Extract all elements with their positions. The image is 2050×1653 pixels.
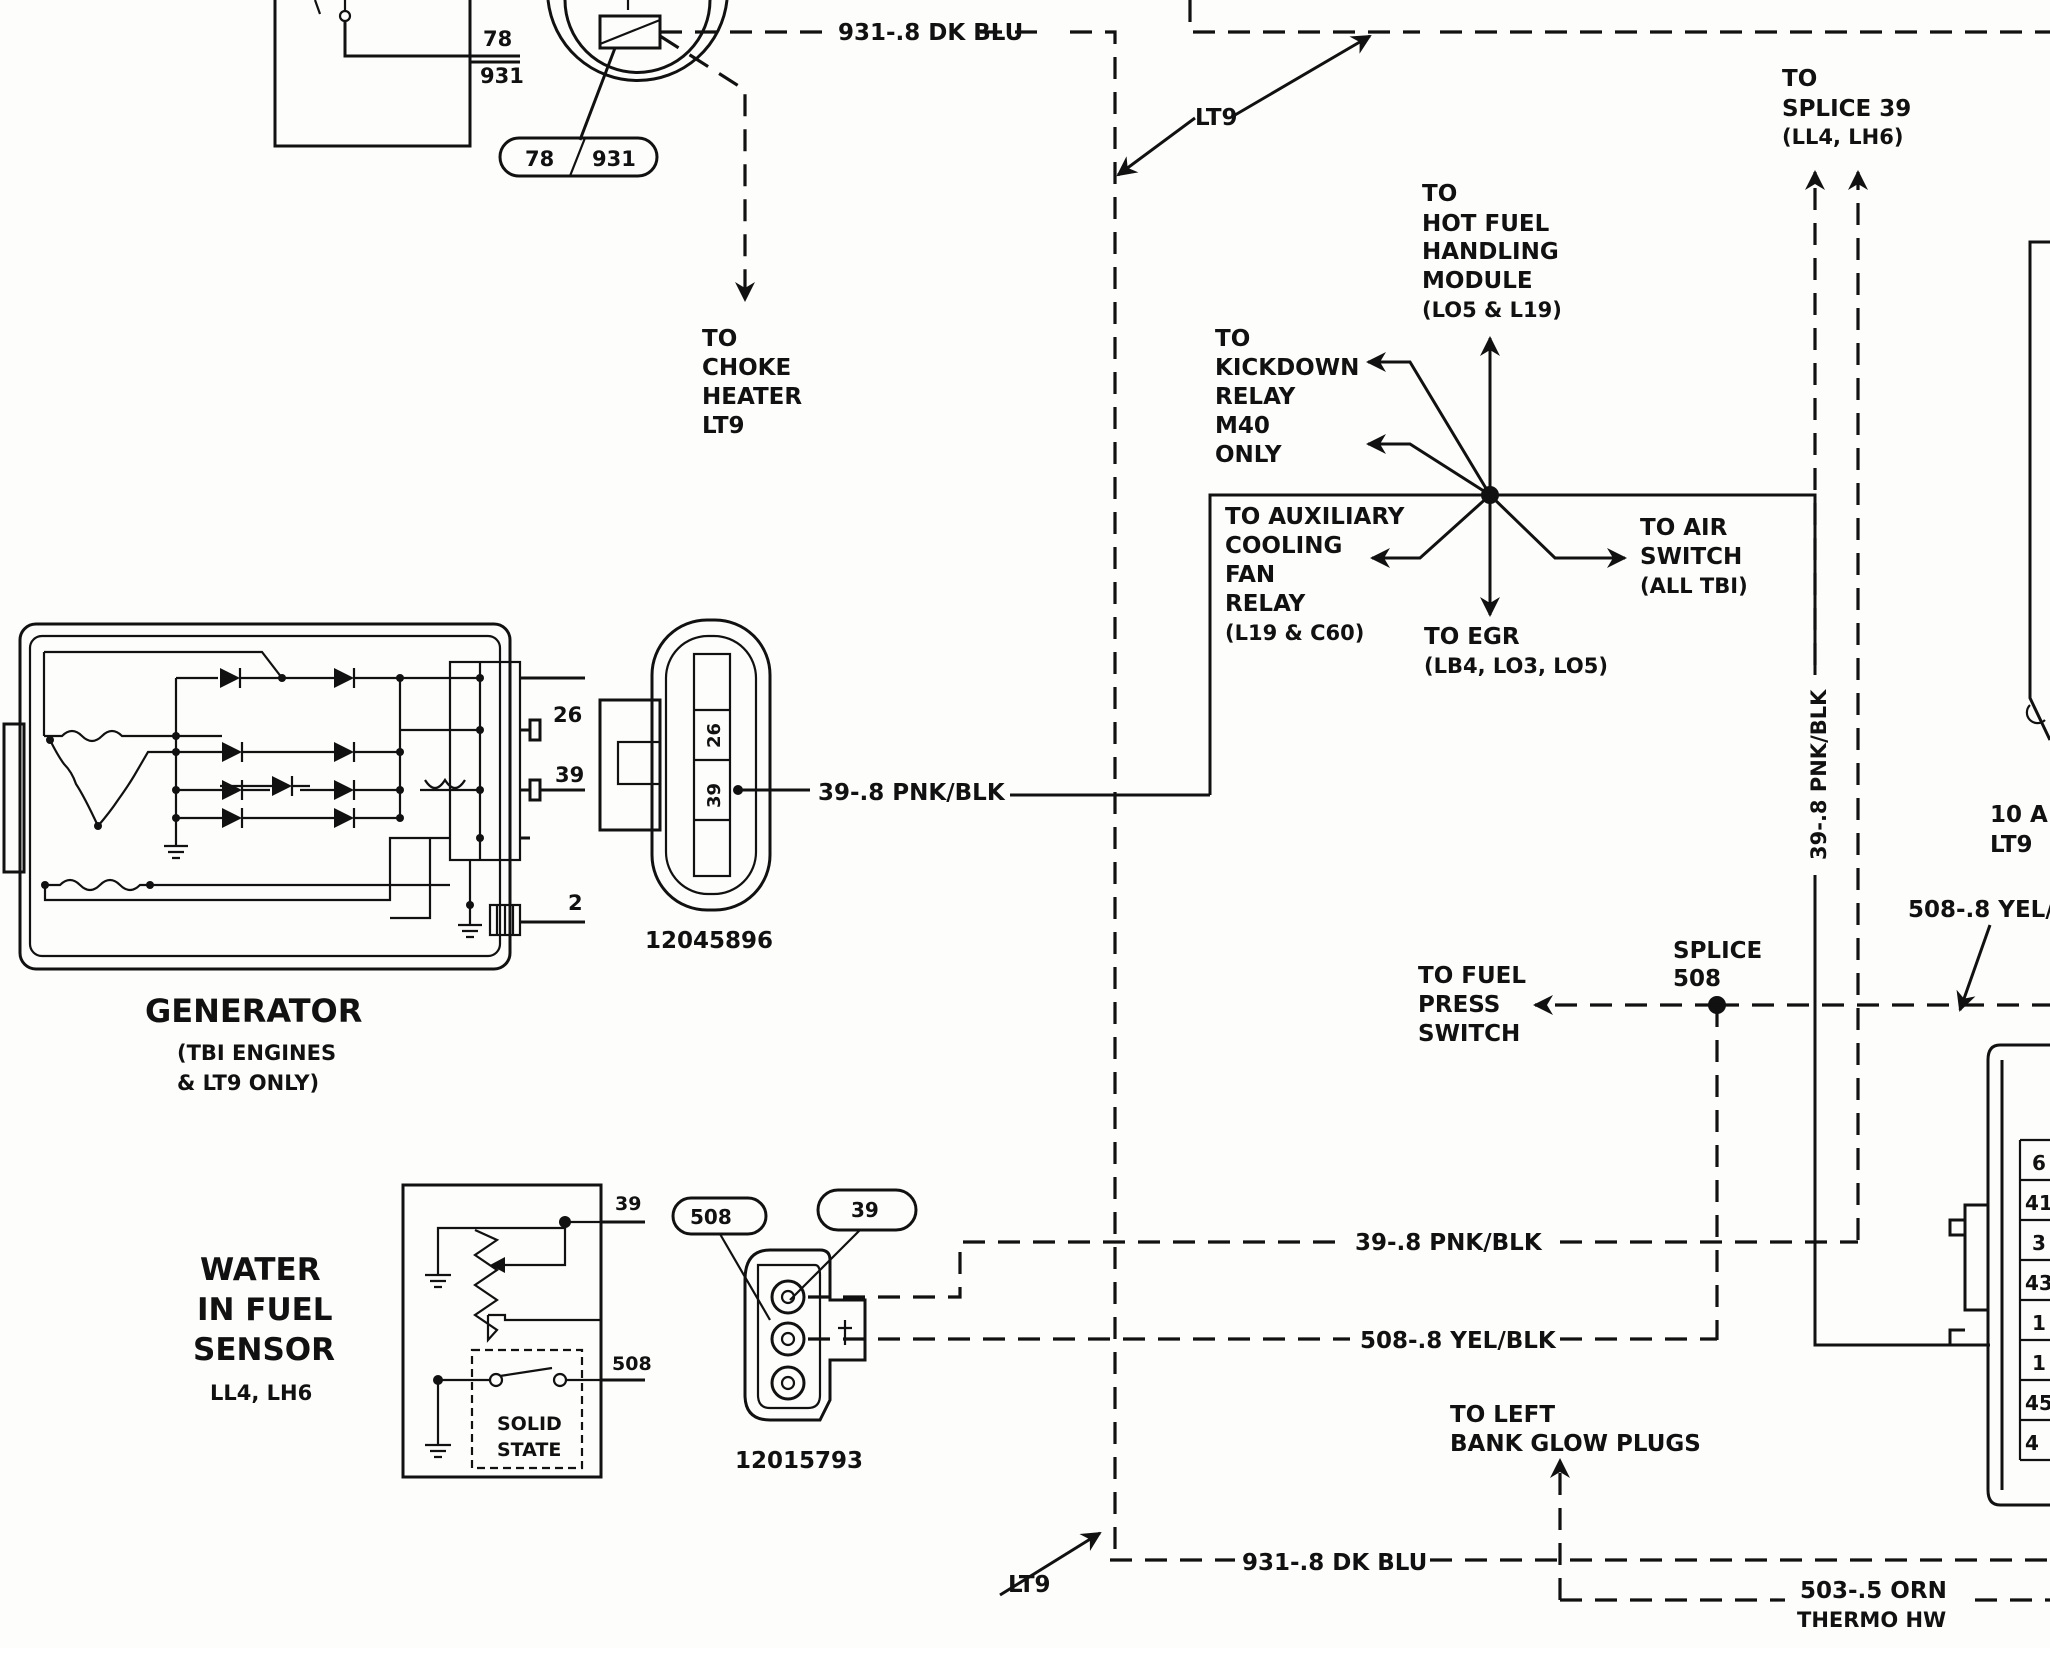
- orn-label: 503-.5 ORN: [1800, 1578, 1947, 1604]
- svg-text:SWITCH: SWITCH: [1640, 544, 1742, 570]
- bottom-wires: 931-.8 DK BLU LT9 TO LEFT BANK GLOW PLUG…: [999, 1402, 2050, 1632]
- generator-sub1: (TBI ENGINES: [177, 1041, 336, 1065]
- svg-text:3: 3: [2032, 1231, 2046, 1255]
- svg-text:TO AIR: TO AIR: [1640, 515, 1728, 541]
- thermo-label: THERMO HW: [1797, 1608, 1946, 1632]
- conn-pin-39: 39: [704, 783, 725, 808]
- svg-text:SPLICE: SPLICE: [1673, 938, 1762, 964]
- svg-text:TO: TO: [1422, 181, 1457, 207]
- bubble-508: 508: [690, 1205, 732, 1229]
- top-left-module: 78 931: [273, 0, 524, 148]
- gen-term-39: 39: [555, 763, 584, 787]
- bubble-78: 78: [525, 147, 554, 171]
- sensor-term-39: 39: [615, 1193, 641, 1215]
- gen-term-2: 2: [568, 891, 583, 915]
- svg-text:HEATER: HEATER: [702, 384, 802, 410]
- svg-text:TO AUXILIARY: TO AUXILIARY: [1225, 504, 1405, 530]
- svg-text:SWITCH: SWITCH: [1418, 1021, 1520, 1047]
- lt9-top-label: LT9: [1195, 105, 1238, 131]
- choke-heater-component: 78 931: [498, 0, 830, 302]
- svg-text:TO FUEL: TO FUEL: [1418, 963, 1526, 989]
- svg-text:M40: M40: [1215, 413, 1270, 439]
- lt9-top-callout: LT9: [1116, 0, 2050, 177]
- svg-text:TO: TO: [702, 326, 737, 352]
- sensor-title2: IN FUEL: [197, 1292, 333, 1328]
- pnk-blk-sensor-label: 39-.8 PNK/BLK: [1355, 1230, 1543, 1256]
- svg-text:(LB4, LO3, LO5): (LB4, LO3, LO5): [1424, 654, 1608, 678]
- svg-text:TO: TO: [1782, 66, 1817, 92]
- splice-39-callout: TO SPLICE 39 (LL4, LH6) 39-.8 PNK/BLK: [1782, 66, 1911, 1240]
- svg-text:TO EGR: TO EGR: [1424, 624, 1520, 650]
- svg-text:41: 41: [2025, 1191, 2050, 1215]
- water-in-fuel-sensor: WATER IN FUEL SENSOR LL4, LH6 SOLID STAT…: [193, 1183, 652, 1479]
- sensor-sub: LL4, LH6: [210, 1381, 312, 1405]
- svg-text:6: 6: [2032, 1151, 2046, 1175]
- bubble-39: 39: [851, 1198, 879, 1222]
- generator-connector: 26 39 12045896: [598, 618, 773, 954]
- choke-heater-label: TO CHOKE HEATER LT9: [702, 326, 802, 439]
- svg-text:4: 4: [2025, 1431, 2039, 1455]
- yel-blk-right-label: 508-.8 YEL/: [1908, 897, 2050, 923]
- svg-text:TO: TO: [1215, 326, 1250, 352]
- svg-text:CHOKE: CHOKE: [702, 355, 791, 381]
- svg-text:PRESS: PRESS: [1418, 992, 1500, 1018]
- generator-sub2: & LT9 ONLY): [177, 1071, 319, 1095]
- svg-text:COOLING: COOLING: [1225, 533, 1342, 559]
- svg-text:SPLICE 39: SPLICE 39: [1782, 96, 1911, 122]
- gen-term-26: 26: [553, 703, 582, 727]
- sensor-wires: 39-.8 PNK/BLK 508-.8 YEL/BLK: [808, 1230, 1858, 1354]
- svg-text:KICKDOWN: KICKDOWN: [1215, 355, 1359, 381]
- generator-title: GENERATOR: [145, 992, 362, 1030]
- svg-text:LT9: LT9: [702, 413, 745, 439]
- svg-text:1: 1: [2032, 1311, 2046, 1335]
- lt9-bottom-label: LT9: [1008, 1572, 1051, 1598]
- svg-text:MODULE: MODULE: [1422, 268, 1533, 294]
- splice-508: SPLICE 508 TO FUEL PRESS SWITCH: [1418, 938, 2050, 1340]
- dk-blu-top-label: 931-.8 DK BLU: [838, 20, 1023, 46]
- sensor-term-508: 508: [612, 1353, 652, 1375]
- svg-text:HOT FUEL: HOT FUEL: [1422, 211, 1550, 237]
- svg-text:FAN: FAN: [1225, 562, 1275, 588]
- state-label: STATE: [497, 1439, 561, 1461]
- svg-text:508: 508: [1673, 966, 1721, 992]
- pnk-blk-wire-gen: 39-.8 PNK/BLK: [738, 780, 1210, 806]
- yel-blk-sensor-label: 508-.8 YEL/BLK: [1360, 1328, 1557, 1354]
- svg-text:HANDLING: HANDLING: [1422, 239, 1559, 265]
- pin-931-label: 931: [480, 64, 524, 88]
- dk-blu-bottom-label: 931-.8 DK BLU: [1242, 1550, 1427, 1576]
- right-partial-component: 10 A LT9 508-.8 YEL/: [1908, 240, 2050, 1012]
- svg-text:ONLY: ONLY: [1215, 442, 1282, 468]
- sensor-connector: 508 39 12015793: [671, 1188, 918, 1474]
- svg-text:TO LEFT: TO LEFT: [1450, 1402, 1555, 1428]
- svg-text:(LO5 & L19): (LO5 & L19): [1422, 298, 1562, 322]
- svg-text:(LL4, LH6): (LL4, LH6): [1782, 125, 1903, 149]
- svg-text:1: 1: [2032, 1351, 2046, 1375]
- svg-text:(L19 & C60): (L19 & C60): [1225, 621, 1364, 645]
- svg-text:RELAY: RELAY: [1225, 591, 1306, 617]
- bubble-931: 931: [592, 147, 636, 171]
- fuse-block: 6 41 3 43 1 1 45 4: [1948, 1043, 2050, 1507]
- svg-text:45: 45: [2025, 1391, 2050, 1415]
- sensor-title1: WATER: [200, 1252, 321, 1288]
- sensor-title3: SENSOR: [193, 1332, 335, 1368]
- svg-text:LT9: LT9: [1990, 832, 2033, 858]
- dk-blu-wire-top: 931-.8 DK BLU: [838, 20, 1117, 1560]
- gen-connector-part: 12045896: [645, 928, 773, 954]
- svg-text:BANK GLOW PLUGS: BANK GLOW PLUGS: [1450, 1431, 1701, 1457]
- pnk-blk-gen-label: 39-.8 PNK/BLK: [818, 780, 1006, 806]
- svg-text:43: 43: [2025, 1271, 2050, 1295]
- pin-78-label: 78: [483, 27, 512, 51]
- svg-text:10 A: 10 A: [1990, 802, 2048, 828]
- pnk-blk-vertical-label: 39-.8 PNK/BLK: [1807, 689, 1831, 860]
- distribution-star: TO HOT FUEL HANDLING MODULE (LO5 & L19) …: [1208, 181, 1990, 1347]
- generator: 26 39 2 GENERATOR (TBI ENGINES & LT9 ONL…: [2, 622, 585, 1095]
- svg-text:RELAY: RELAY: [1215, 384, 1296, 410]
- solid-label: SOLID: [497, 1413, 562, 1435]
- conn-pin-26: 26: [704, 723, 725, 748]
- sensor-connector-part: 12015793: [735, 1448, 863, 1474]
- svg-text:(ALL TBI): (ALL TBI): [1640, 574, 1748, 598]
- pin-bubble: [498, 136, 659, 178]
